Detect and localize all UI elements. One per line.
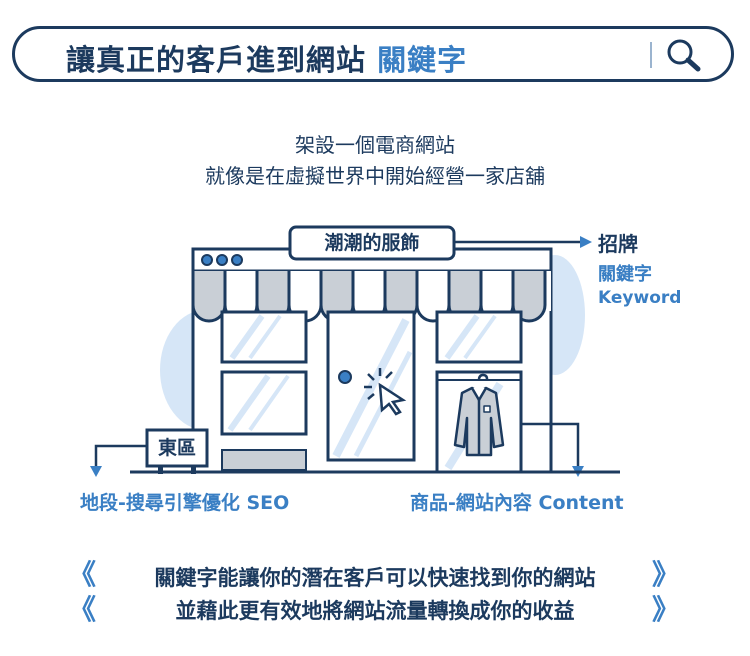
dot-1 — [201, 254, 213, 266]
dot-2 — [216, 254, 228, 266]
store-door — [326, 310, 416, 462]
left-base-panel — [221, 449, 307, 471]
quote-line-1: 關鍵字能讓你的潛在客戶可以快速找到你的網站 — [154, 566, 596, 590]
shirt-icon — [453, 373, 505, 457]
location-label: 地段-搜尋引擎優化 SEO — [80, 492, 290, 514]
page-title: 讓真正的客戶進到網站 關鍵字 — [66, 37, 467, 79]
intro-line-2: 就像是在虛擬世界中開始經營一家店舖 — [205, 164, 545, 188]
title-banner — [12, 26, 734, 82]
awning — [191, 271, 551, 323]
dot-3 — [231, 254, 243, 266]
goods-label: 商品-網站內容 Content — [410, 492, 624, 514]
signboard-label: 招牌 — [598, 232, 638, 256]
address-signboard — [145, 428, 209, 474]
right-window-top — [435, 310, 523, 364]
quote-open-bracket-2: 《 — [68, 593, 97, 626]
keyword-label: 關鍵字 — [598, 264, 652, 285]
cursor-icon — [364, 368, 407, 416]
search-icon — [667, 39, 701, 72]
title-main: 讓真正的客戶進到網站 — [66, 43, 367, 77]
store-sign-label: 潮潮的服飾 — [324, 232, 420, 254]
door-knob — [338, 370, 352, 384]
arrow-location — [90, 466, 102, 477]
quote-open-bracket: 《 — [68, 558, 97, 591]
title-accent: 關鍵字 — [377, 43, 468, 77]
quote-close-bracket-2: 》 — [652, 593, 681, 626]
left-window-top — [220, 310, 308, 364]
keyword-en-label: Keyword — [598, 288, 682, 308]
arrow-signboard — [580, 236, 592, 248]
quote-close-bracket: 》 — [652, 558, 681, 591]
quote-line-2: 並藉此更有效地將網站流量轉換成你的收益 — [175, 599, 575, 623]
address-sign-label: 東區 — [157, 437, 196, 459]
intro-line-1: 架設一個電商網站 — [295, 133, 455, 157]
title-divider — [650, 42, 652, 68]
left-window-bottom — [220, 370, 308, 436]
